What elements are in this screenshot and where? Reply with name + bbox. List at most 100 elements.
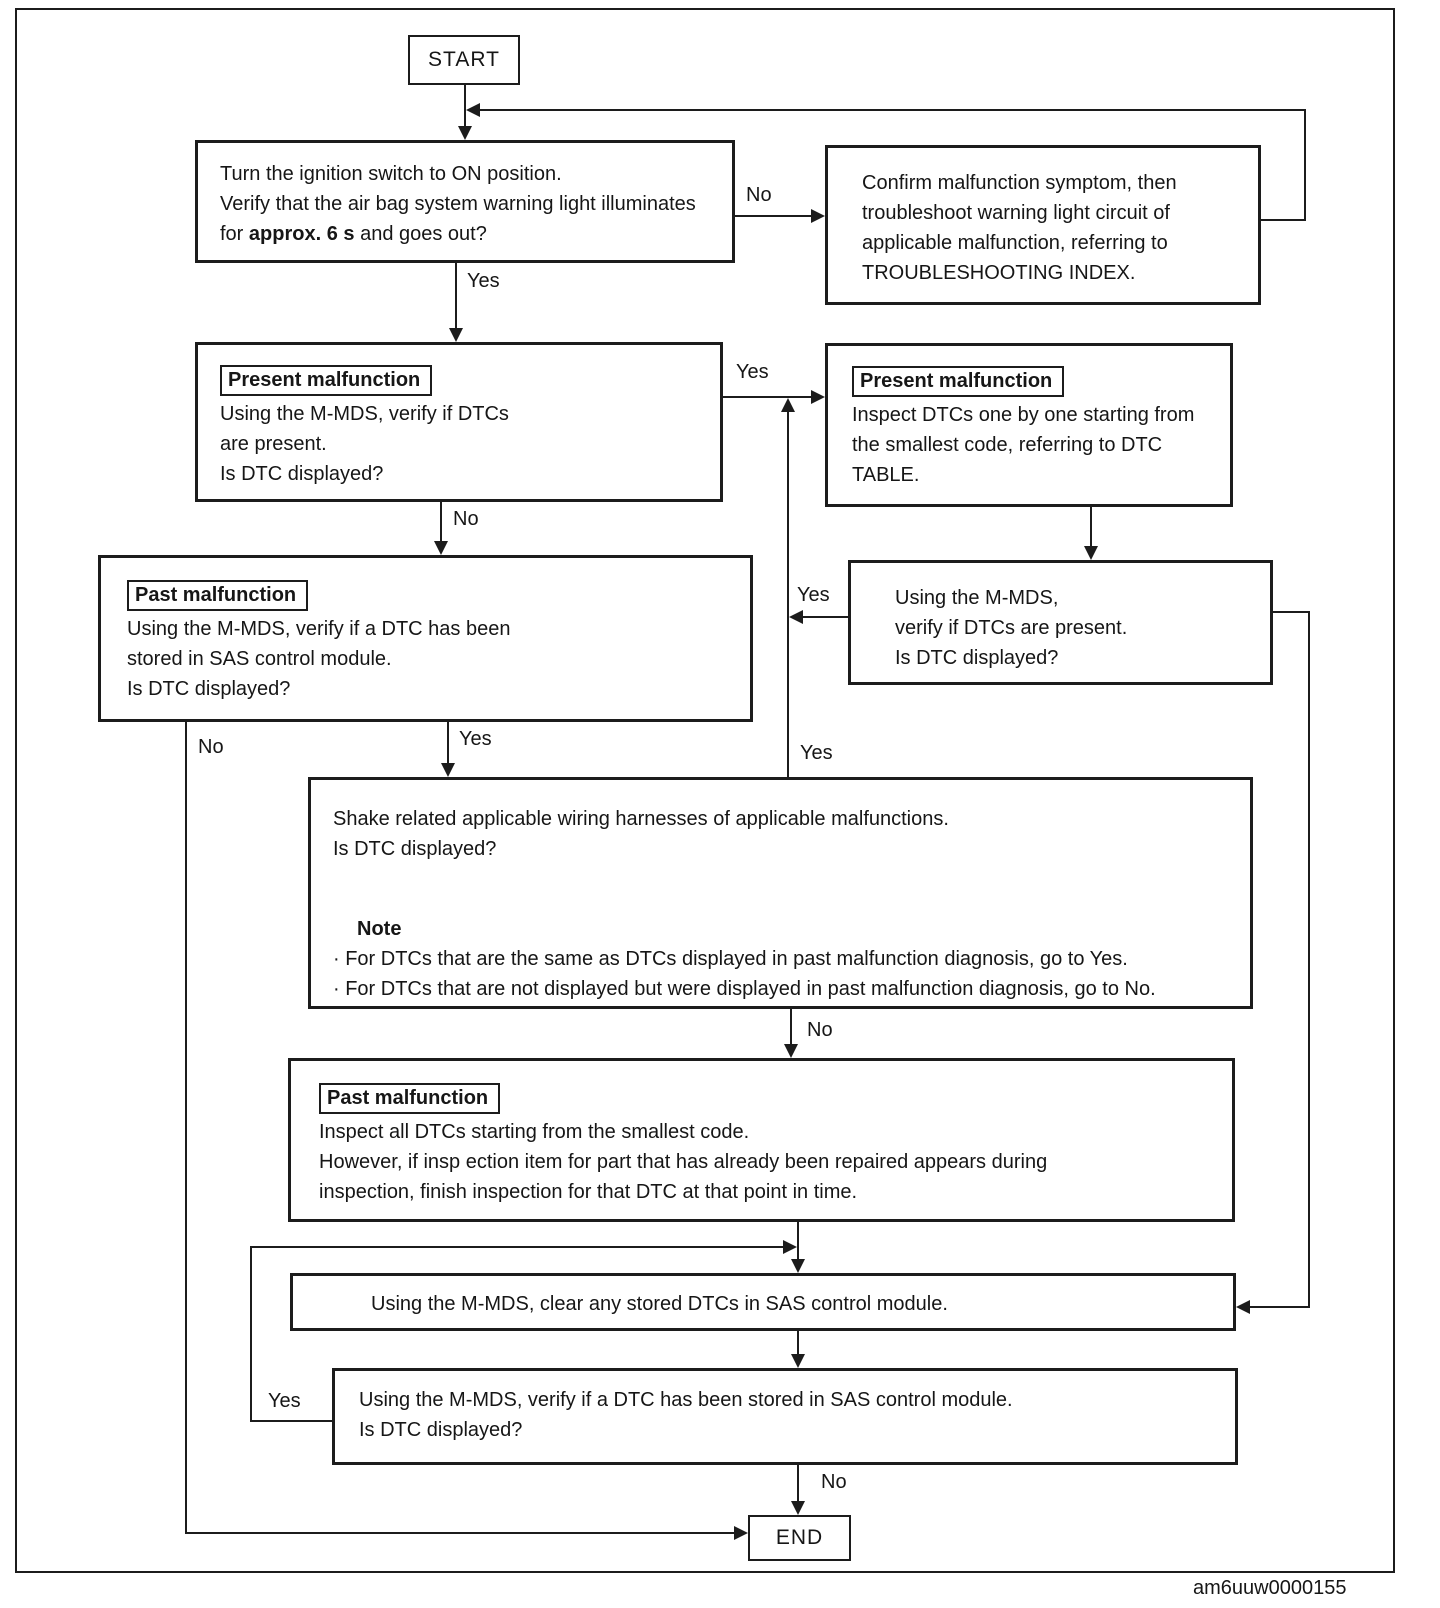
- connector-past-shake: [447, 722, 449, 764]
- node-text-line: Using the M-MDS, verify if a DTC has bee…: [359, 1389, 1013, 1411]
- arrowhead-right: [811, 209, 825, 223]
- node-present-malfunction-inspect: Present malfunction Inspect DTCs one by …: [825, 343, 1233, 507]
- arrowhead-right: [734, 1526, 748, 1540]
- connector-ignition-present: [455, 263, 457, 330]
- note-item: · For DTCs that are the same as DTCs dis…: [333, 948, 1128, 970]
- node-tag-present-malfunction: Present malfunction: [220, 365, 433, 396]
- arrowhead-right: [783, 1240, 797, 1254]
- node-text-line: Is DTC displayed?: [895, 647, 1059, 669]
- node-text-line: troubleshoot warning light circuit of: [862, 202, 1170, 224]
- node-text-line: TABLE.: [852, 464, 920, 486]
- text-segment: and goes out?: [354, 223, 487, 245]
- note-item: · For DTCs that are not displayed but we…: [333, 978, 1156, 1000]
- connector-clear-stored: [797, 1331, 799, 1356]
- node-text-line: Turn the ignition switch to ON position.: [220, 163, 562, 185]
- edge-label-shake-no: No: [807, 1019, 833, 1041]
- node-confirm-symptom: Confirm malfunction symptom, then troubl…: [825, 145, 1261, 305]
- node-text-line: Is DTC displayed?: [333, 838, 497, 860]
- node-text-line: Is DTC displayed?: [359, 1419, 523, 1441]
- note-title: Note: [357, 918, 402, 940]
- node-verify-dtc-stored: Using the M-MDS, verify if a DTC has bee…: [332, 1368, 1238, 1465]
- connector-stored-end: [797, 1465, 799, 1503]
- arrowhead-down: [434, 541, 448, 555]
- node-text-line: for approx. 6 s and goes out?: [220, 219, 722, 249]
- node-text-line: TROUBLESHOOTING INDEX.: [862, 262, 1136, 284]
- connector-stored-yes-across: [252, 1246, 783, 1248]
- arrowhead-down: [449, 328, 463, 342]
- arrowhead-down: [791, 1259, 805, 1273]
- edge-label-shake-yes: Yes: [800, 742, 833, 764]
- connector-ignition-confirm: [735, 215, 811, 217]
- arrowhead-left: [1236, 1300, 1250, 1314]
- node-text-line: Using the M-MDS, clear any stored DTCs i…: [371, 1293, 948, 1315]
- connector-inspect-verify: [1090, 507, 1092, 547]
- connector-verify-no-stub: [1273, 611, 1310, 613]
- arrowhead-left: [466, 103, 480, 117]
- arrowhead-down: [1084, 546, 1098, 560]
- connector-feedback-top: [480, 109, 1306, 111]
- node-shake-harness: Shake related applicable wiring harnesse…: [308, 777, 1253, 1009]
- node-tag-past-malfunction: Past malfunction: [127, 580, 309, 611]
- node-start: START: [408, 35, 520, 85]
- node-end: END: [748, 1515, 851, 1561]
- node-text-line: However, if insp ection item for part th…: [319, 1151, 1048, 1173]
- node-text-line: Is DTC displayed?: [127, 678, 291, 700]
- connector-present-past: [440, 502, 442, 542]
- connector-shake-pastinspect: [790, 1009, 792, 1046]
- node-text-line: Verify that the air bag system warning l…: [220, 193, 696, 215]
- arrowhead-up: [781, 398, 795, 412]
- node-text-line: Shake related applicable wiring harnesse…: [333, 808, 949, 830]
- edge-label-present-no: No: [453, 508, 479, 530]
- node-text-line: Using the M-MDS,: [895, 587, 1059, 609]
- text-segment: for: [220, 223, 249, 245]
- node-text-line: the smallest code, referring to DTC: [852, 434, 1163, 456]
- diagram-border: [15, 8, 1395, 1573]
- connector-confirm-stub: [1261, 219, 1306, 221]
- edge-label-ignition-yes: Yes: [467, 270, 500, 292]
- node-text-line: Using the M-MDS, verify if DTCs: [220, 403, 509, 425]
- arrowhead-down: [791, 1501, 805, 1515]
- connector-stored-yes-stub: [250, 1420, 332, 1422]
- connector-present-inspect: [723, 396, 811, 398]
- node-text-line: Confirm malfunction symptom, then: [862, 172, 1177, 194]
- node-text-line: Using the M-MDS, verify if a DTC has bee…: [127, 618, 511, 640]
- connector-start-ignition: [464, 85, 466, 128]
- edge-label-ignition-no: No: [746, 184, 772, 206]
- end-label: END: [775, 1526, 824, 1549]
- node-text-line: Inspect all DTCs starting from the small…: [319, 1121, 750, 1143]
- connector-verify-yes: [803, 616, 848, 618]
- node-past-malfunction-inspect-all: Past malfunction Inspect all DTCs starti…: [288, 1058, 1235, 1222]
- node-text-line: verify if DTCs are present.: [895, 617, 1128, 639]
- arrowhead-left: [789, 610, 803, 624]
- node-past-malfunction-check: Past malfunction Using the M-MDS, verify…: [98, 555, 753, 722]
- node-text-line: are present.: [220, 433, 327, 455]
- start-label: START: [428, 48, 500, 71]
- node-tag-past-malfunction: Past malfunction: [319, 1083, 501, 1114]
- node-present-malfunction-check: Present malfunction Using the M-MDS, ver…: [195, 342, 723, 502]
- arrowhead-down: [791, 1354, 805, 1368]
- node-text-line: Inspect DTCs one by one starting from: [852, 404, 1195, 426]
- edge-label-past-yes: Yes: [459, 728, 492, 750]
- connector-spine-up: [787, 410, 789, 777]
- node-text-line: inspection, finish inspection for that D…: [319, 1181, 858, 1203]
- connector-verify-no-across: [1250, 1306, 1310, 1308]
- node-text-line: stored in SAS control module.: [127, 648, 392, 670]
- node-ignition-check: Turn the ignition switch to ON position.…: [195, 140, 735, 263]
- node-clear-dtc: Using the M-MDS, clear any stored DTCs i…: [290, 1273, 1236, 1331]
- arrowhead-right: [811, 390, 825, 404]
- arrowhead-down: [441, 763, 455, 777]
- connector-confirm-up: [1304, 109, 1306, 221]
- edge-label-verify-yes: Yes: [797, 584, 830, 606]
- connector-past-end-across: [185, 1532, 734, 1534]
- edge-label-present-yes: Yes: [736, 361, 769, 383]
- arrowhead-down: [458, 126, 472, 140]
- bold-text-segment: approx. 6 s: [248, 223, 355, 245]
- node-text-line: Is DTC displayed?: [220, 463, 384, 485]
- edge-label-past-no: No: [198, 736, 224, 758]
- connector-pastinspect-clear: [797, 1222, 799, 1261]
- node-verify-dtc-present: Using the M-MDS, verify if DTCs are pres…: [848, 560, 1273, 685]
- arrowhead-down: [784, 1044, 798, 1058]
- node-tag-present-malfunction: Present malfunction: [852, 366, 1065, 397]
- figure-code: am6uuw0000155: [1193, 1577, 1347, 1599]
- node-text-line: applicable malfunction, referring to: [862, 232, 1168, 254]
